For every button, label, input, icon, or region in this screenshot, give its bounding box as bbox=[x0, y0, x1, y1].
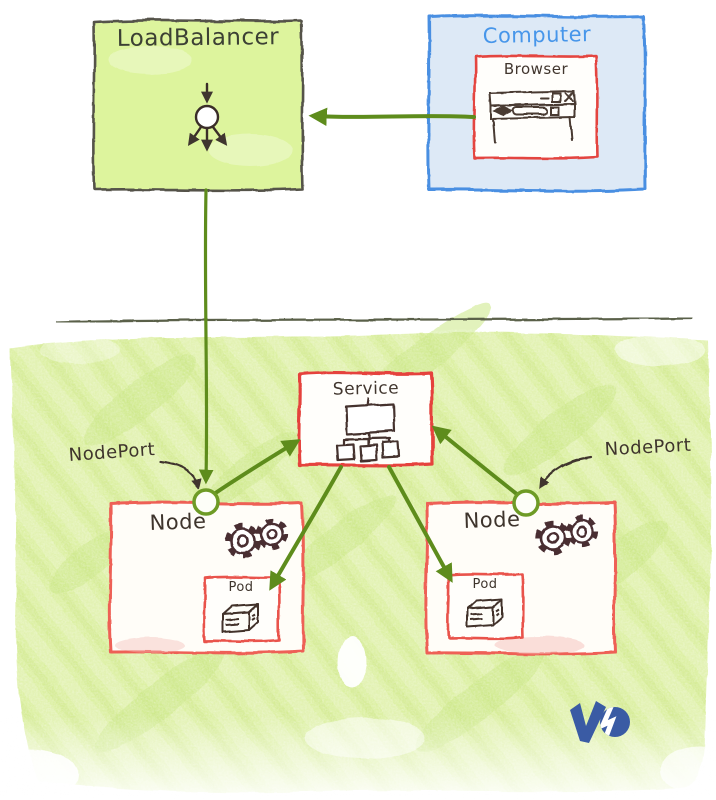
browser-window-icon bbox=[488, 89, 576, 143]
pointer-nodeport-left bbox=[158, 460, 202, 491]
computer-label: Computer bbox=[482, 22, 592, 48]
arrow-browser-to-loadbalancer bbox=[308, 107, 476, 126]
service-label: Service bbox=[332, 378, 400, 400]
loadbalancer-box bbox=[92, 19, 305, 192]
pod-right-label: Pod bbox=[472, 577, 498, 592]
nodeport-circle-left bbox=[192, 488, 220, 516]
arrow-service-to-pod-right bbox=[387, 465, 453, 583]
arrow-loadbalancer-to-nodeport bbox=[198, 188, 214, 485]
arrow-nodeport-right-to-service bbox=[431, 425, 520, 497]
traffic-arrows bbox=[198, 107, 520, 591]
load-balancer-icon bbox=[187, 82, 228, 152]
cluster-divider-line bbox=[55, 316, 694, 324]
pointer-nodeport-right bbox=[539, 455, 592, 489]
arrow-service-to-pod-left bbox=[269, 465, 343, 591]
pod-left-label: Pod bbox=[228, 580, 254, 595]
loadbalancer-label: LoadBalancer bbox=[116, 24, 280, 52]
node-right-label: Node bbox=[463, 507, 521, 533]
logo bbox=[570, 701, 630, 743]
package-icon-left bbox=[222, 603, 259, 633]
package-icon-right bbox=[466, 598, 503, 628]
node-left-label: Node bbox=[149, 509, 207, 535]
service-tree-icon bbox=[335, 396, 401, 463]
nodeport-circle-right bbox=[512, 489, 540, 517]
browser-label: Browser bbox=[503, 60, 569, 78]
arrow-nodeport-left-to-service bbox=[212, 439, 301, 496]
nodeport-pointer-arrows bbox=[158, 455, 592, 491]
